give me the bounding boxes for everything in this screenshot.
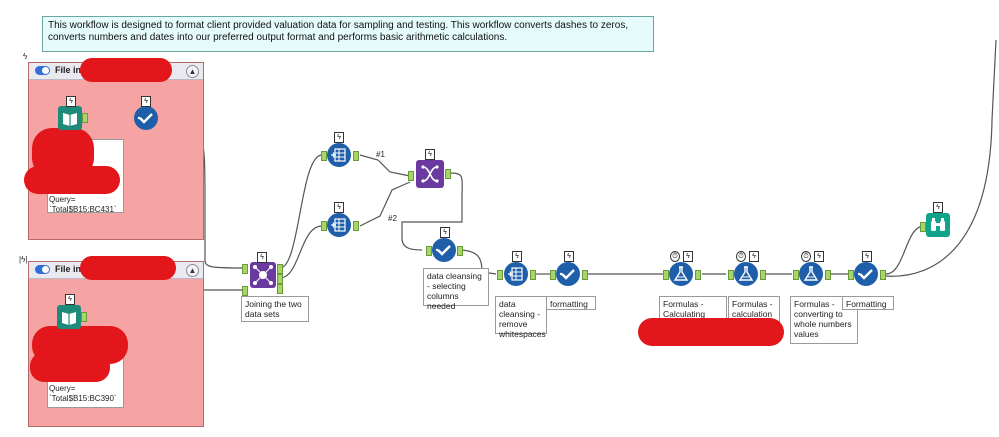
lightning-mark: ϟ bbox=[23, 52, 28, 61]
lightning-badge: ϟ bbox=[814, 251, 824, 262]
input-anchor[interactable] bbox=[321, 221, 327, 231]
lightning-badge: ϟ bbox=[334, 132, 344, 143]
container-toggle[interactable] bbox=[35, 265, 50, 274]
collapse-icon[interactable]: ▲ bbox=[186, 264, 199, 277]
cleanse-annotation-2: data cleansing - remove whitespaces bbox=[495, 296, 547, 339]
lightning-badge: ϟ bbox=[564, 251, 574, 262]
join-output-anchor[interactable] bbox=[277, 274, 283, 284]
formula-tool-1[interactable] bbox=[669, 262, 693, 286]
output-anchor[interactable] bbox=[82, 113, 88, 123]
query-label: Query= `Total$B15:BC431` bbox=[49, 195, 117, 214]
redaction bbox=[24, 166, 120, 194]
checkmark-icon bbox=[857, 269, 873, 280]
flask-icon bbox=[738, 266, 754, 281]
output-anchor[interactable] bbox=[353, 221, 359, 231]
formatting-annotation-1: formatting bbox=[546, 296, 596, 310]
lightning-badge: ϟ bbox=[440, 227, 450, 238]
join-icon bbox=[253, 265, 273, 285]
lightning-badge: ϟ bbox=[862, 251, 872, 262]
lightning-badge: ϟ bbox=[334, 202, 344, 213]
output-anchor[interactable] bbox=[530, 270, 536, 280]
input-data-tool-1[interactable] bbox=[58, 106, 82, 130]
union-output-anchor[interactable] bbox=[445, 169, 451, 179]
data-cleansing-tool[interactable] bbox=[504, 262, 528, 286]
input-anchor[interactable] bbox=[497, 270, 503, 280]
lightning-badge: ϟ bbox=[749, 251, 759, 262]
select-tool-1[interactable] bbox=[134, 106, 158, 130]
data-cleanse-tool-bottom[interactable] bbox=[327, 213, 351, 237]
browse-input-anchor[interactable] bbox=[920, 222, 926, 232]
book-icon bbox=[63, 113, 77, 126]
lightning-badge: ϟ bbox=[257, 252, 267, 263]
input-anchor[interactable] bbox=[426, 246, 432, 256]
input-data-tool-2[interactable] bbox=[57, 305, 81, 329]
lightning-badge: ϟ bbox=[66, 96, 76, 107]
join-output-anchor[interactable] bbox=[277, 264, 283, 274]
output-anchor[interactable] bbox=[582, 270, 588, 280]
timer-badge: ⏱ bbox=[801, 251, 811, 262]
input-anchor[interactable] bbox=[550, 270, 556, 280]
formatting-annotation-2: Formatting bbox=[842, 296, 894, 310]
browse-tool[interactable] bbox=[926, 213, 950, 237]
lightning-badge: ϟ bbox=[683, 251, 693, 262]
output-anchor[interactable] bbox=[353, 151, 359, 161]
workflow-comment[interactable]: This workflow is designed to format clie… bbox=[42, 16, 654, 52]
lightning-badge: ϟ bbox=[512, 251, 522, 262]
lightning-badge: ϟ bbox=[933, 202, 943, 213]
input-anchor[interactable] bbox=[321, 151, 327, 161]
lightning-badge: ϟ bbox=[141, 96, 151, 107]
container-title: File inp bbox=[55, 65, 87, 75]
table-plus-icon bbox=[331, 218, 346, 232]
output-anchor[interactable] bbox=[880, 270, 886, 280]
data-cleanse-tool-top[interactable] bbox=[327, 143, 351, 167]
checkmark-icon bbox=[137, 113, 153, 124]
lightning-mark: |ϟ| bbox=[19, 255, 28, 264]
output-anchor[interactable] bbox=[760, 270, 766, 280]
lightning-badge: ϟ bbox=[65, 294, 75, 305]
join-output-anchor[interactable] bbox=[277, 284, 283, 294]
connection-label: #1 bbox=[376, 150, 385, 159]
select-tool-2[interactable] bbox=[432, 238, 456, 262]
binoculars-icon bbox=[931, 218, 945, 231]
formula-tool-3[interactable] bbox=[799, 262, 823, 286]
checkmark-icon bbox=[559, 269, 575, 280]
query-label: Query= `Total$B15:BC390` bbox=[49, 384, 117, 403]
container-toggle[interactable] bbox=[35, 66, 50, 75]
output-anchor[interactable] bbox=[81, 312, 87, 322]
redaction bbox=[80, 256, 176, 280]
cleanse-annotation-1: data cleansing - selecting columns neede… bbox=[423, 268, 489, 311]
union-input-anchor[interactable] bbox=[408, 171, 414, 181]
flask-icon bbox=[673, 266, 689, 281]
checkmark-icon bbox=[435, 245, 451, 256]
output-anchor[interactable] bbox=[457, 246, 463, 256]
formula-tool-2[interactable] bbox=[734, 262, 758, 286]
select-tool-formatting-2[interactable] bbox=[854, 262, 878, 286]
redaction bbox=[638, 318, 784, 346]
output-anchor[interactable] bbox=[825, 270, 831, 280]
redaction bbox=[80, 58, 172, 82]
container-title: File inp bbox=[55, 264, 87, 274]
join-input-anchor[interactable] bbox=[242, 264, 248, 274]
table-plus-icon bbox=[331, 148, 346, 162]
input-anchor[interactable] bbox=[663, 270, 669, 280]
join-input-anchor[interactable] bbox=[242, 286, 248, 296]
connection-label: #2 bbox=[388, 214, 397, 223]
flask-icon bbox=[803, 266, 819, 281]
book-icon bbox=[62, 312, 76, 325]
select-tool-formatting[interactable] bbox=[556, 262, 580, 286]
input-anchor[interactable] bbox=[728, 270, 734, 280]
input-anchor[interactable] bbox=[793, 270, 799, 280]
redaction bbox=[30, 352, 110, 382]
union-icon bbox=[421, 165, 439, 183]
union-tool[interactable] bbox=[416, 160, 444, 188]
input-anchor[interactable] bbox=[848, 270, 854, 280]
timer-badge: ⏱ bbox=[670, 251, 680, 262]
lightning-badge: ϟ bbox=[425, 149, 435, 160]
join-annotation: Joining the two data sets bbox=[241, 296, 309, 322]
timer-badge: ⏱ bbox=[736, 251, 746, 262]
collapse-icon[interactable]: ▲ bbox=[186, 65, 199, 78]
table-plus-icon bbox=[508, 267, 523, 281]
join-tool[interactable] bbox=[250, 262, 276, 288]
output-anchor[interactable] bbox=[695, 270, 701, 280]
